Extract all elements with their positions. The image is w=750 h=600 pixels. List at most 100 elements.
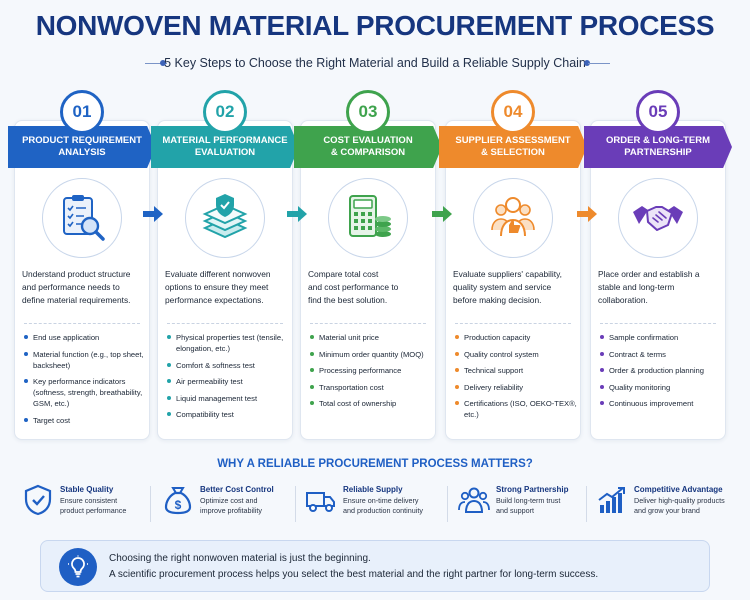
step-checklist: End use application Material function (e… — [24, 332, 148, 431]
handshake-icon — [618, 178, 698, 258]
list-item: Quality control system — [455, 349, 579, 360]
step-description-line: find the best solution. — [308, 295, 388, 306]
why-item-title: Competitive Advantage — [634, 485, 723, 494]
step-description: Compare total cost and cost performance … — [308, 268, 434, 307]
list-item: End use application — [24, 332, 148, 343]
divider — [455, 323, 571, 324]
divider — [600, 323, 716, 324]
step-title-line: ORDER & LONG-TERM — [606, 135, 710, 147]
step-description: Evaluate suppliers' capability, quality … — [453, 268, 579, 307]
step-title-line: PARTNERSHIP — [624, 147, 692, 158]
calculator-coins-icon — [328, 178, 408, 258]
list-item: Air permeability test — [167, 376, 291, 387]
step-number: 04 — [491, 90, 535, 134]
why-item-line: Build long-term trust — [496, 496, 561, 505]
step-description-line: Understand product structure — [22, 269, 131, 279]
step-description-line: quality system and service — [453, 282, 552, 293]
step-description-line: stable and long-term — [598, 282, 675, 293]
list-item: Key performance indicators (softness, st… — [24, 376, 148, 409]
step-title-line: MATERIAL PERFORMANCE — [162, 135, 288, 147]
why-item-title: Strong Partnership — [496, 485, 569, 494]
step-title-line: & COMPARISON — [330, 147, 406, 158]
why-item-line: and grow your brand — [634, 506, 700, 516]
arrow-right-icon — [577, 206, 597, 222]
why-item-line: Deliver high-quality products — [634, 496, 725, 505]
step-title-line: COST EVALUATION — [323, 135, 413, 147]
page-title: NONWOVEN MATERIAL PROCUREMENT PROCESS — [35, 10, 715, 41]
step-description-line: before making decision. — [453, 295, 542, 306]
step-card — [157, 120, 293, 440]
why-section-title: WHY A RELIABLE PROCUREMENT PROCESS MATTE… — [217, 458, 533, 470]
why-item-title: Reliable Supply — [343, 485, 403, 494]
step-4: 04 SUPPLIER ASSESSMENT& SELECTION Evalua… — [439, 90, 587, 440]
step-description-line: options to ensure they meet — [165, 282, 269, 293]
list-item: Delivery reliability — [455, 382, 579, 393]
list-item: Material function (e.g., top sheet, back… — [24, 349, 148, 371]
divider — [167, 323, 283, 324]
step-description: Place order and establish a stable and l… — [598, 268, 724, 307]
divider — [586, 486, 587, 522]
divider — [24, 323, 140, 324]
step-description-line: and cost performance to — [308, 282, 399, 293]
step-title-line: ANALYSIS — [58, 147, 106, 158]
summary-callout: Choosing the right nonwoven material is … — [40, 540, 710, 592]
why-item-line: Ensure on-time delivery — [343, 496, 419, 505]
delivery-truck-icon — [306, 492, 335, 512]
step-description: Evaluate different nonwoven options to e… — [165, 268, 291, 307]
step-card — [590, 120, 726, 440]
divider — [447, 486, 448, 522]
subtitle-dot-left — [160, 60, 166, 66]
subtitle-dot-right — [584, 60, 590, 66]
arrow-right-icon — [287, 206, 307, 222]
layers-shield-icon — [185, 178, 265, 258]
list-item: Production capacity — [455, 332, 579, 343]
step-title-line: EVALUATION — [194, 147, 256, 158]
step-number: 03 — [346, 90, 390, 134]
list-item: Sample confirmation — [600, 332, 724, 343]
page-subtitle: 5 Key Steps to Choose the Right Material… — [164, 56, 586, 70]
step-title-line: PRODUCT REQUIREMENT — [22, 135, 142, 147]
list-item: Transportation cost — [310, 382, 434, 393]
checklist-magnifier-icon — [42, 178, 122, 258]
step-checklist: Sample confirmation Contract & terms Ord… — [600, 332, 724, 415]
list-item: Compatibility test — [167, 409, 291, 420]
summary-line-1: Choosing the right nonwoven material is … — [109, 553, 371, 564]
step-description-line: and performance needs to — [22, 282, 120, 293]
why-item-line: Ensure consistent — [60, 496, 118, 505]
list-item: Total cost of ownership — [310, 398, 434, 409]
list-item: Material unit price — [310, 332, 434, 343]
divider — [295, 486, 296, 522]
svg-text:$: $ — [175, 498, 182, 512]
list-item: Physical properties test (tensile, elong… — [167, 332, 291, 354]
subtitle-line-right — [588, 63, 610, 64]
list-item: Liquid management test — [167, 393, 291, 404]
arrow-right-icon — [432, 206, 452, 222]
shield-check-icon — [24, 484, 52, 516]
team-icon — [458, 487, 490, 513]
list-item: Continuous improvement — [600, 398, 724, 409]
why-item-line: product performance — [60, 506, 127, 516]
why-item-title: Stable Quality — [60, 485, 114, 494]
step-description-line: Evaluate different nonwoven — [165, 269, 271, 279]
step-number: 05 — [636, 90, 680, 134]
step-description-line: Evaluate suppliers' capability, — [453, 269, 562, 279]
list-item: Target cost — [24, 415, 148, 426]
why-item-title: Better Cost Control — [200, 485, 274, 494]
lightbulb-icon — [59, 548, 97, 586]
why-item-line: and support — [496, 506, 534, 516]
step-description-line: collaboration. — [598, 295, 648, 306]
step-card — [300, 120, 436, 440]
step-checklist: Production capacity Quality control syst… — [455, 332, 579, 426]
step-title-line: SUPPLIER ASSESSMENT — [455, 135, 571, 147]
list-item: Processing performance — [310, 365, 434, 376]
money-bag-icon: $ — [164, 487, 192, 515]
step-description-line: define material requirements. — [22, 295, 131, 306]
arrow-right-icon — [143, 206, 163, 222]
why-item-line: Optimize cost and — [200, 496, 258, 505]
list-item: Technical support — [455, 365, 579, 376]
